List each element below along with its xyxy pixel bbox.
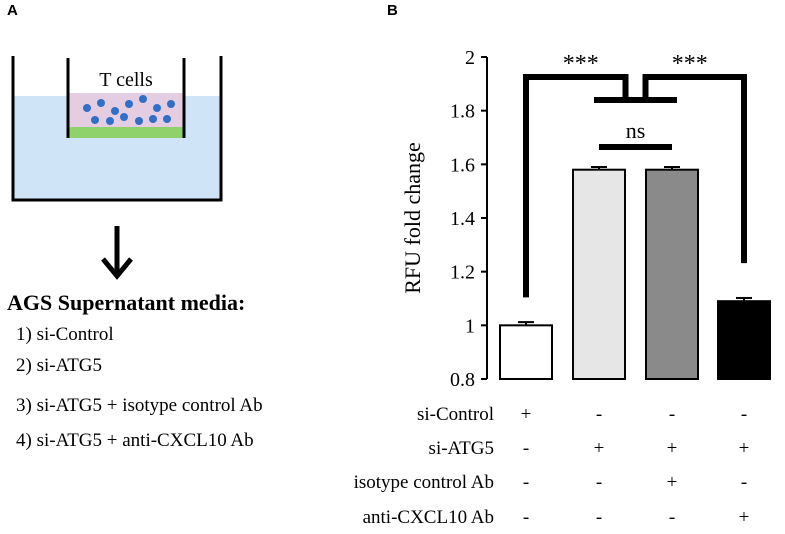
condition-4: 4) si-ATG5 + anti-CXCL10 Ab	[16, 430, 254, 451]
y-tick-label: 2	[465, 47, 475, 69]
bar	[717, 300, 771, 380]
media-title: AGS Supernatant media:	[7, 290, 246, 315]
outer-well	[11, 56, 223, 202]
sig-bracket-right	[642, 74, 747, 264]
sign-r1-c2: -	[595, 404, 603, 425]
transwell-diagram: T cells	[11, 56, 223, 280]
t-cell-dot	[97, 99, 105, 107]
condition-2: 2) si-ATG5	[16, 355, 103, 376]
sign-r1-c1: +	[520, 404, 532, 425]
row-label-si-atg5: si-ATG5	[428, 438, 494, 459]
t-cell-dot	[163, 115, 171, 123]
t-cell-dot	[111, 107, 119, 115]
bar	[499, 324, 553, 381]
bar	[645, 168, 699, 380]
condition-1: 1) si-Control	[16, 324, 114, 345]
sign-r3-c3: +	[666, 472, 678, 493]
t-cell-dot	[83, 104, 91, 112]
sig-label: ***	[563, 51, 599, 77]
y-tick-label: 1.4	[450, 208, 475, 230]
sign-r1-c3: -	[668, 404, 676, 425]
t-cell-dots	[83, 95, 175, 125]
y-tick-label: 1	[465, 315, 475, 337]
sign-r2-c4: +	[738, 438, 750, 459]
y-tick-label: 1.6	[450, 154, 475, 176]
row-label-si-control: si-Control	[416, 404, 494, 425]
y-tick-label: 1.2	[450, 262, 475, 284]
panel-a-label: A	[7, 2, 18, 19]
bar	[572, 168, 626, 380]
sign-r2-c2: +	[593, 438, 605, 459]
sign-r4-c4: +	[738, 507, 750, 528]
y-tick-label: 0.8	[450, 369, 475, 391]
sig-label: ns	[626, 118, 646, 143]
t-cell-dot	[106, 117, 114, 125]
down-arrow-head	[101, 257, 133, 280]
t-cell-dot	[120, 113, 128, 121]
t-cells-label: T cells	[99, 69, 153, 91]
condition-3: 3) si-ATG5 + isotype control Ab	[16, 395, 263, 416]
t-cell-dot	[167, 100, 175, 108]
sign-r1-c4: -	[740, 404, 748, 425]
t-cell-dot	[135, 117, 143, 125]
sig-label: ***	[672, 51, 708, 77]
sign-r3-c4: -	[740, 472, 748, 493]
sign-r3-c1: -	[522, 472, 530, 493]
t-cell-dot	[149, 115, 157, 123]
t-cell-dot	[125, 100, 133, 108]
t-cell-dot	[153, 104, 161, 112]
sign-r4-c2: -	[595, 507, 603, 528]
sign-r4-c3: -	[668, 507, 676, 528]
y-tick-label: 1.8	[450, 101, 475, 123]
row-label-isotype: isotype control Ab	[353, 472, 494, 493]
insert-walls	[66, 58, 186, 138]
y-axis-label: RFU fold change	[400, 142, 425, 294]
t-cell-dot	[91, 116, 99, 124]
y-axis: 0.8 1 1.2 1.4 1.6 1.8 2	[450, 47, 488, 391]
t-cell-dot	[139, 95, 147, 103]
sign-r2-c3: +	[666, 438, 678, 459]
sign-r2-c1: -	[522, 438, 530, 459]
sign-r3-c2: -	[595, 472, 603, 493]
panel-b-label: B	[387, 2, 398, 19]
bars	[499, 166, 771, 381]
sig-bracket-left	[523, 74, 629, 298]
significance-brackets: *** *** ns	[523, 51, 747, 298]
insert-membrane	[69, 127, 183, 138]
sign-r4-c1: -	[522, 507, 530, 528]
row-label-anti-cxcl10: anti-CXCL10 Ab	[362, 507, 494, 528]
